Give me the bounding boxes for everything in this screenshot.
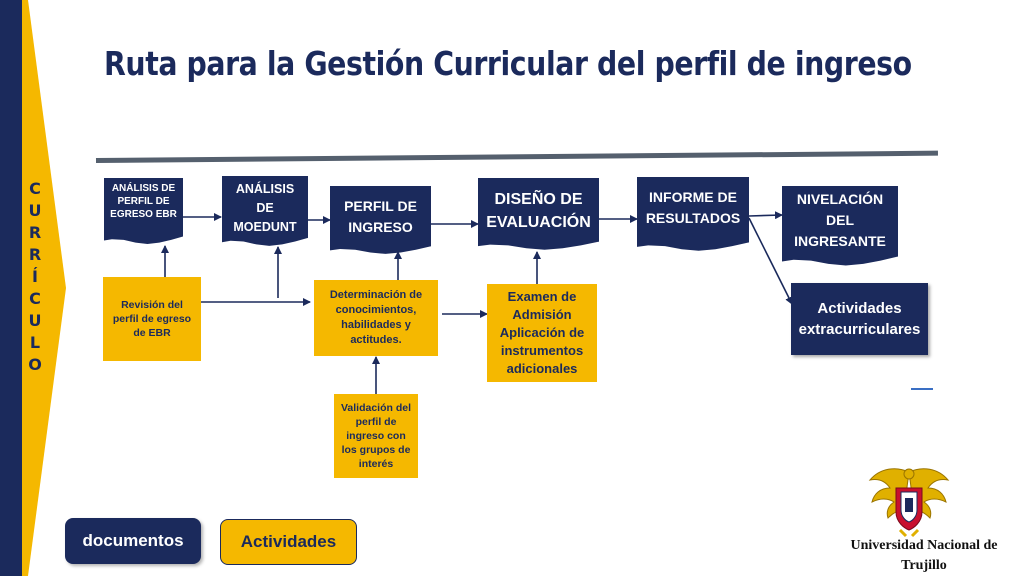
side-letter: O (28, 355, 42, 374)
page-title: Ruta para la Gestión Curricular del perf… (104, 44, 912, 83)
doc-analisis-perfil-egreso: ANÁLISIS DE PERFIL DE EGRESO EBR (104, 178, 183, 244)
side-letter: U (28, 311, 42, 330)
university-name: Universidad Nacional de Trujillo (850, 538, 998, 573)
doc-analisis-moedunt: ANÁLISIS DE MOEDUNT (222, 176, 308, 246)
act-label: Determinación de conocimientos, habilida… (329, 289, 423, 346)
doc-informe-resultados: INFORME DE RESULTADOS (637, 177, 749, 251)
doc-nivelacion-ingresante: NIVELACIÓN DEL INGRESANTE (782, 186, 898, 266)
doc-perfil-ingreso: PERFIL DE INGRESO (330, 186, 431, 254)
decorative-dash (911, 388, 933, 390)
side-letter: R (28, 223, 42, 242)
doc-label: INFORME DE RESULTADOS (645, 189, 741, 226)
side-label-curriculo: C U R R Í C U L O (24, 178, 46, 376)
arrow-informe-to-nivelacion (748, 211, 783, 220)
doc-label: ANÁLISIS DE PERFIL DE EGRESO EBR (110, 183, 177, 220)
title-divider (95, 150, 938, 163)
legend-label: Actividades (240, 532, 337, 551)
side-letter: R (28, 245, 42, 264)
doc-label: NIVELACIÓN DEL INGRESANTE (794, 191, 886, 249)
university-crest-icon (868, 468, 950, 538)
side-chevron (22, 0, 66, 576)
side-letter: L (29, 333, 41, 352)
act-examen-admision: Examen de Admisión Aplicación de instrum… (487, 284, 597, 382)
doc-actividades-extracurriculares: Actividades extracurriculares (791, 283, 928, 355)
act-label: Validación del perfil de ingreso con los… (340, 402, 412, 470)
side-letter: Í (32, 267, 38, 286)
legend-label: documentos (82, 531, 184, 550)
doc-label: DISEÑO DE EVALUACIÓN (486, 191, 591, 231)
doc-diseno-evaluacion: DISEÑO DE EVALUACIÓN (478, 178, 599, 250)
doc-label: ANÁLISIS DE MOEDUNT (233, 182, 297, 234)
act-determinacion: Determinación de conocimientos, habilida… (314, 280, 438, 356)
act-revision-perfil: Revisión del perfil de egreso de EBR (103, 277, 201, 361)
side-letter: C (29, 289, 41, 308)
doc-label: PERFIL DE INGRESO (344, 198, 417, 235)
act-validacion-perfil: Validación del perfil de ingreso con los… (334, 394, 418, 478)
side-letter: U (28, 201, 42, 220)
act-label: Revisión del perfil de egreso de EBR (112, 299, 192, 339)
legend-actividades: Actividades (220, 519, 357, 565)
side-bar (0, 0, 22, 576)
act-label: Examen de Admisión Aplicación de instrum… (499, 289, 585, 376)
legend-documentos: documentos (65, 518, 201, 564)
side-letter: C (29, 179, 41, 198)
doc-label: Actividades extracurriculares (798, 300, 921, 338)
